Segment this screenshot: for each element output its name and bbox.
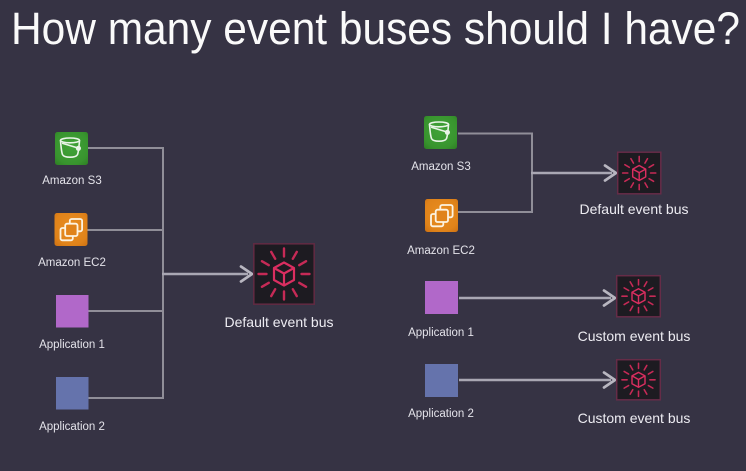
svg-text:Default event bus: Default event bus [225,314,334,330]
svg-text:Amazon S3: Amazon S3 [411,161,470,173]
svg-text:Application 2: Application 2 [39,421,105,433]
svg-text:Application 1: Application 1 [408,327,474,339]
svg-text:Custom event bus: Custom event bus [578,410,691,426]
svg-text:How many event buses should I: How many event buses should I have? [11,3,740,54]
svg-text:Amazon EC2: Amazon EC2 [407,245,475,257]
svg-text:Amazon EC2: Amazon EC2 [38,257,106,269]
svg-text:Application 1: Application 1 [39,339,105,351]
svg-text:Default event bus: Default event bus [580,201,689,217]
svg-text:Amazon S3: Amazon S3 [42,175,101,187]
svg-text:Custom event bus: Custom event bus [578,328,691,344]
svg-text:Application 2: Application 2 [408,408,474,420]
